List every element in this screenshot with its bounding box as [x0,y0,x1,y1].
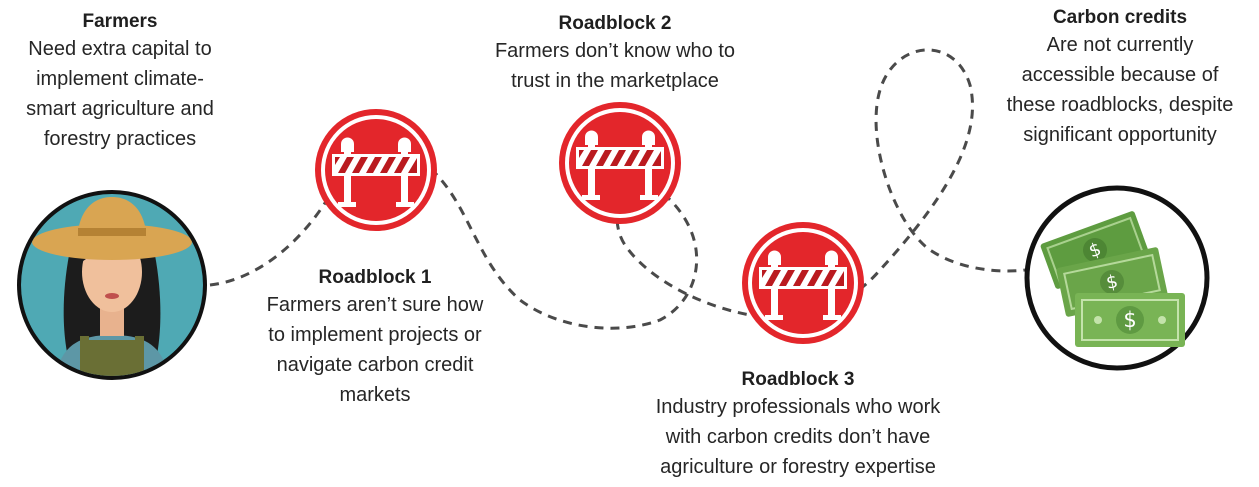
road-barrier-icon [559,102,681,224]
roadblock-2-title: Roadblock 2 [558,13,672,34]
money-stack-icon: $ $ $ [1024,185,1210,371]
farmers-description: Need extra capital to implement climate-… [26,38,214,150]
farmers-title: Farmers [82,11,158,32]
roadblock-1-block: Roadblock 1 Farmers aren’t sure how to i… [240,266,510,410]
farmer-avatar-icon [17,190,207,380]
carbon-credits-title: Carbon credits [1052,7,1188,28]
roadblock-1-description: Farmers aren’t sure how to implement pro… [266,294,484,406]
road-barrier-icon [742,222,864,344]
roadblock-1-title: Roadblock 1 [318,267,432,288]
svg-text:$: $ [1123,308,1136,332]
svg-text:$: $ [1104,271,1120,294]
carbon-credits-block: Carbon credits Are not currently accessi… [985,6,1255,150]
roadblock-2-block: Roadblock 2 Farmers don’t know who to tr… [460,12,770,96]
farmers-block: Farmers Need extra capital to implement … [10,10,230,154]
roadblock-2-description: Farmers don’t know who to trust in the m… [494,40,736,92]
carbon-credits-description: Are not currently accessible because of … [1006,34,1234,146]
roadblock-3-title: Roadblock 3 [741,369,855,390]
roadblock-3-description: Industry professionals who work with car… [655,396,941,478]
roadblock-3-block: Roadblock 3 Industry professionals who w… [618,368,978,482]
road-barrier-icon [315,109,437,231]
